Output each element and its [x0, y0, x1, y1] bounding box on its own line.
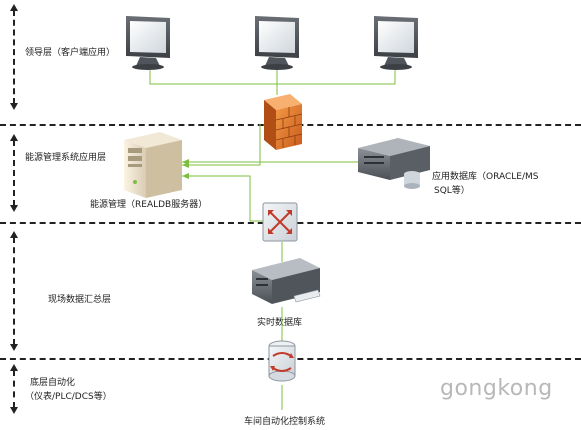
realdb-server-icon	[124, 132, 182, 198]
monitor-icon-right	[374, 16, 418, 70]
monitor-icon-center	[255, 16, 299, 70]
field-layer-arrow	[10, 231, 18, 351]
bottom-layer-arrow	[10, 364, 18, 414]
watermark: gongkong	[440, 376, 553, 401]
layer-label-energy-app: 能源管理系统应用层	[25, 153, 107, 163]
realdb-server-label: 能源管理（REALDB服务器）	[90, 200, 208, 210]
switch-to-server-link	[182, 175, 263, 222]
app-db-label-detail: SQL等）	[434, 186, 470, 196]
client-link-left	[149, 70, 396, 85]
firewall-to-server-link	[182, 124, 261, 166]
arrowhead-switch	[182, 173, 189, 179]
leader-layer-arrow	[10, 4, 18, 110]
app-db-server-icon	[358, 138, 430, 189]
layer-label-field-data: 现场数据汇总层	[48, 295, 112, 305]
workshop-control-label: 车间自动化控制系统	[244, 417, 326, 427]
router-icon	[268, 340, 296, 382]
layer-label-leader: 领导层（客户端应用）	[25, 48, 116, 58]
app-layer-arrow	[10, 134, 18, 212]
layer-label-bottom-auto: 底层自动化	[30, 378, 76, 388]
arrowhead-db	[182, 159, 189, 165]
connector-arrowheads	[182, 159, 189, 179]
layer-label-bottom-auto-detail: （仪表/PLC/DCS等）	[25, 392, 112, 402]
realtime-db-server-icon	[252, 258, 321, 304]
switch-icon	[262, 202, 298, 242]
realtime-db-label: 实时数据库	[257, 318, 303, 328]
monitor-icon-left	[126, 16, 170, 70]
firewall-icon	[264, 94, 303, 150]
app-db-label: 应用数据库（ORACLE/MS	[432, 172, 539, 182]
connector-lines	[149, 70, 396, 410]
